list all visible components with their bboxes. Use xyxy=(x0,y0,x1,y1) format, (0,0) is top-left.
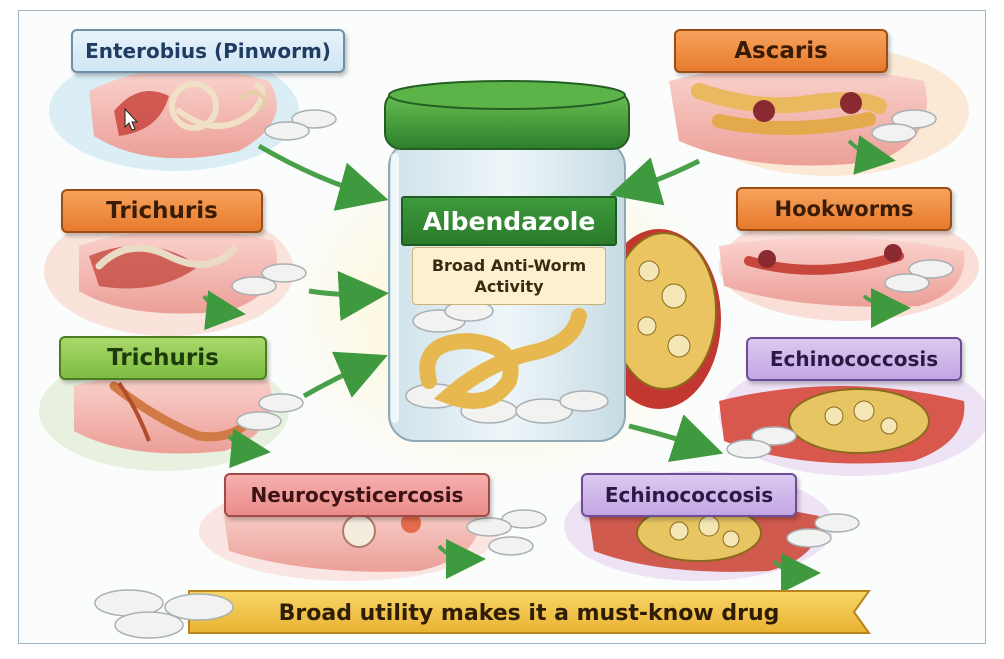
banner-text: Broad utility makes it a must-know drug xyxy=(278,600,780,626)
label-echinococcosis-2: Echinococcosis xyxy=(581,473,797,517)
drug-name-label: Albendazole xyxy=(401,196,617,246)
label-enterobius: Enterobius (Pinworm) xyxy=(71,29,345,73)
trichuris-2-illustration xyxy=(39,351,289,471)
label-hookworms: Hookworms xyxy=(736,187,952,231)
infographic-frame: Enterobius (Pinworm) Trichuris Trichuris… xyxy=(18,10,986,644)
bottom-banner xyxy=(94,589,871,639)
arrows xyxy=(202,135,911,593)
label-echinococcosis-1: Echinococcosis xyxy=(746,337,962,381)
infographic-artwork xyxy=(39,46,985,639)
activity-label: Broad Anti-Worm Activity xyxy=(412,247,606,305)
enterobius-illustration xyxy=(49,51,299,171)
enterobius-tablets xyxy=(264,109,337,141)
mouse-cursor-icon xyxy=(124,107,139,131)
label-trichuris-2: Trichuris xyxy=(59,336,267,380)
label-ascaris: Ascaris xyxy=(674,29,888,73)
trichuris-1-tablets xyxy=(231,263,307,296)
hookworms-tablets xyxy=(884,259,954,293)
banner-tablets xyxy=(94,589,234,639)
activity-line-2: Activity xyxy=(474,277,544,296)
hydatid-cyst-illustration xyxy=(597,229,721,409)
activity-line-1: Broad Anti-Worm xyxy=(431,256,587,275)
label-neurocysticercosis: Neurocysticercosis xyxy=(224,473,490,517)
neurocysticercosis-tablets xyxy=(466,509,547,556)
echinococcosis-2-tablets xyxy=(786,513,860,548)
jar-worm xyxy=(419,308,587,409)
echinococcosis-1-tablets xyxy=(726,426,797,459)
label-trichuris-1: Trichuris xyxy=(61,189,263,233)
